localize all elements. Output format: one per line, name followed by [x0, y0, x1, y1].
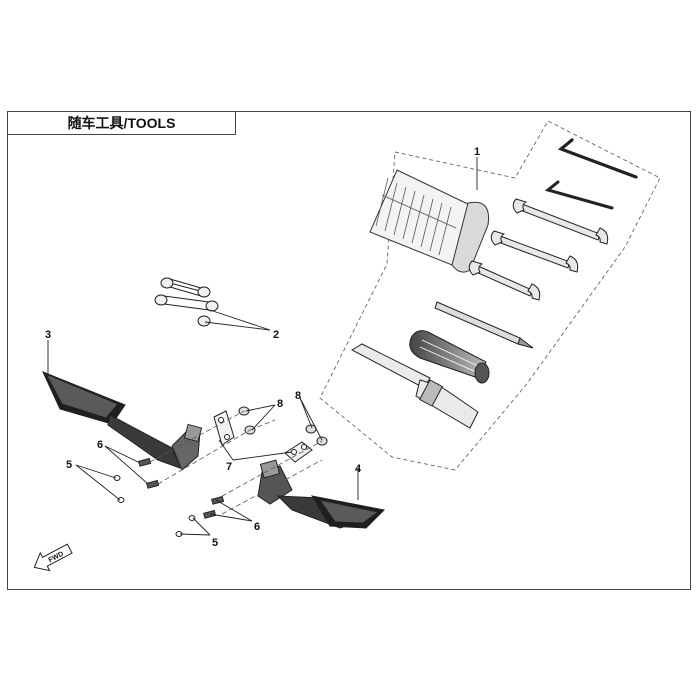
callout-1: 1 [474, 146, 480, 158]
grip-caps [154, 277, 219, 327]
callout-3: 3 [45, 329, 51, 341]
wrench-3 [468, 260, 541, 301]
assembly-center-lines [149, 410, 323, 515]
tool-kit-group-outline [319, 120, 661, 471]
callout-7: 7 [226, 461, 232, 473]
screwdriver-bit [434, 301, 534, 349]
leader-lines [47, 157, 478, 536]
nuts [238, 406, 328, 446]
callout-8-right: 8 [295, 390, 301, 402]
callout-2: 2 [273, 329, 279, 341]
callout-6-right: 6 [254, 521, 260, 533]
wrench-1 [512, 198, 609, 245]
hex-key-small [544, 180, 614, 210]
tool-roll-pouch [369, 169, 490, 273]
fwd-label: FWD [48, 551, 65, 565]
right-mirror [257, 459, 386, 529]
callout-4: 4 [355, 463, 362, 475]
callout-8-left: 8 [277, 398, 283, 410]
fwd-arrow-icon: FWD [33, 543, 73, 572]
mount-plate-left [213, 410, 235, 446]
left-mirror [42, 371, 203, 471]
callout-5-left: 5 [66, 459, 72, 471]
wrench-2 [490, 230, 579, 273]
callout-6-left: 6 [97, 439, 103, 451]
page-title: 随车工具/TOOLS [7, 111, 236, 135]
screwdriver-handle [409, 330, 490, 384]
hex-key-large [557, 138, 638, 179]
bolts-and-washers [113, 457, 225, 537]
callout-5-right: 5 [212, 537, 218, 549]
socket-wrench-tool [350, 343, 479, 429]
drawing-frame [7, 111, 691, 590]
